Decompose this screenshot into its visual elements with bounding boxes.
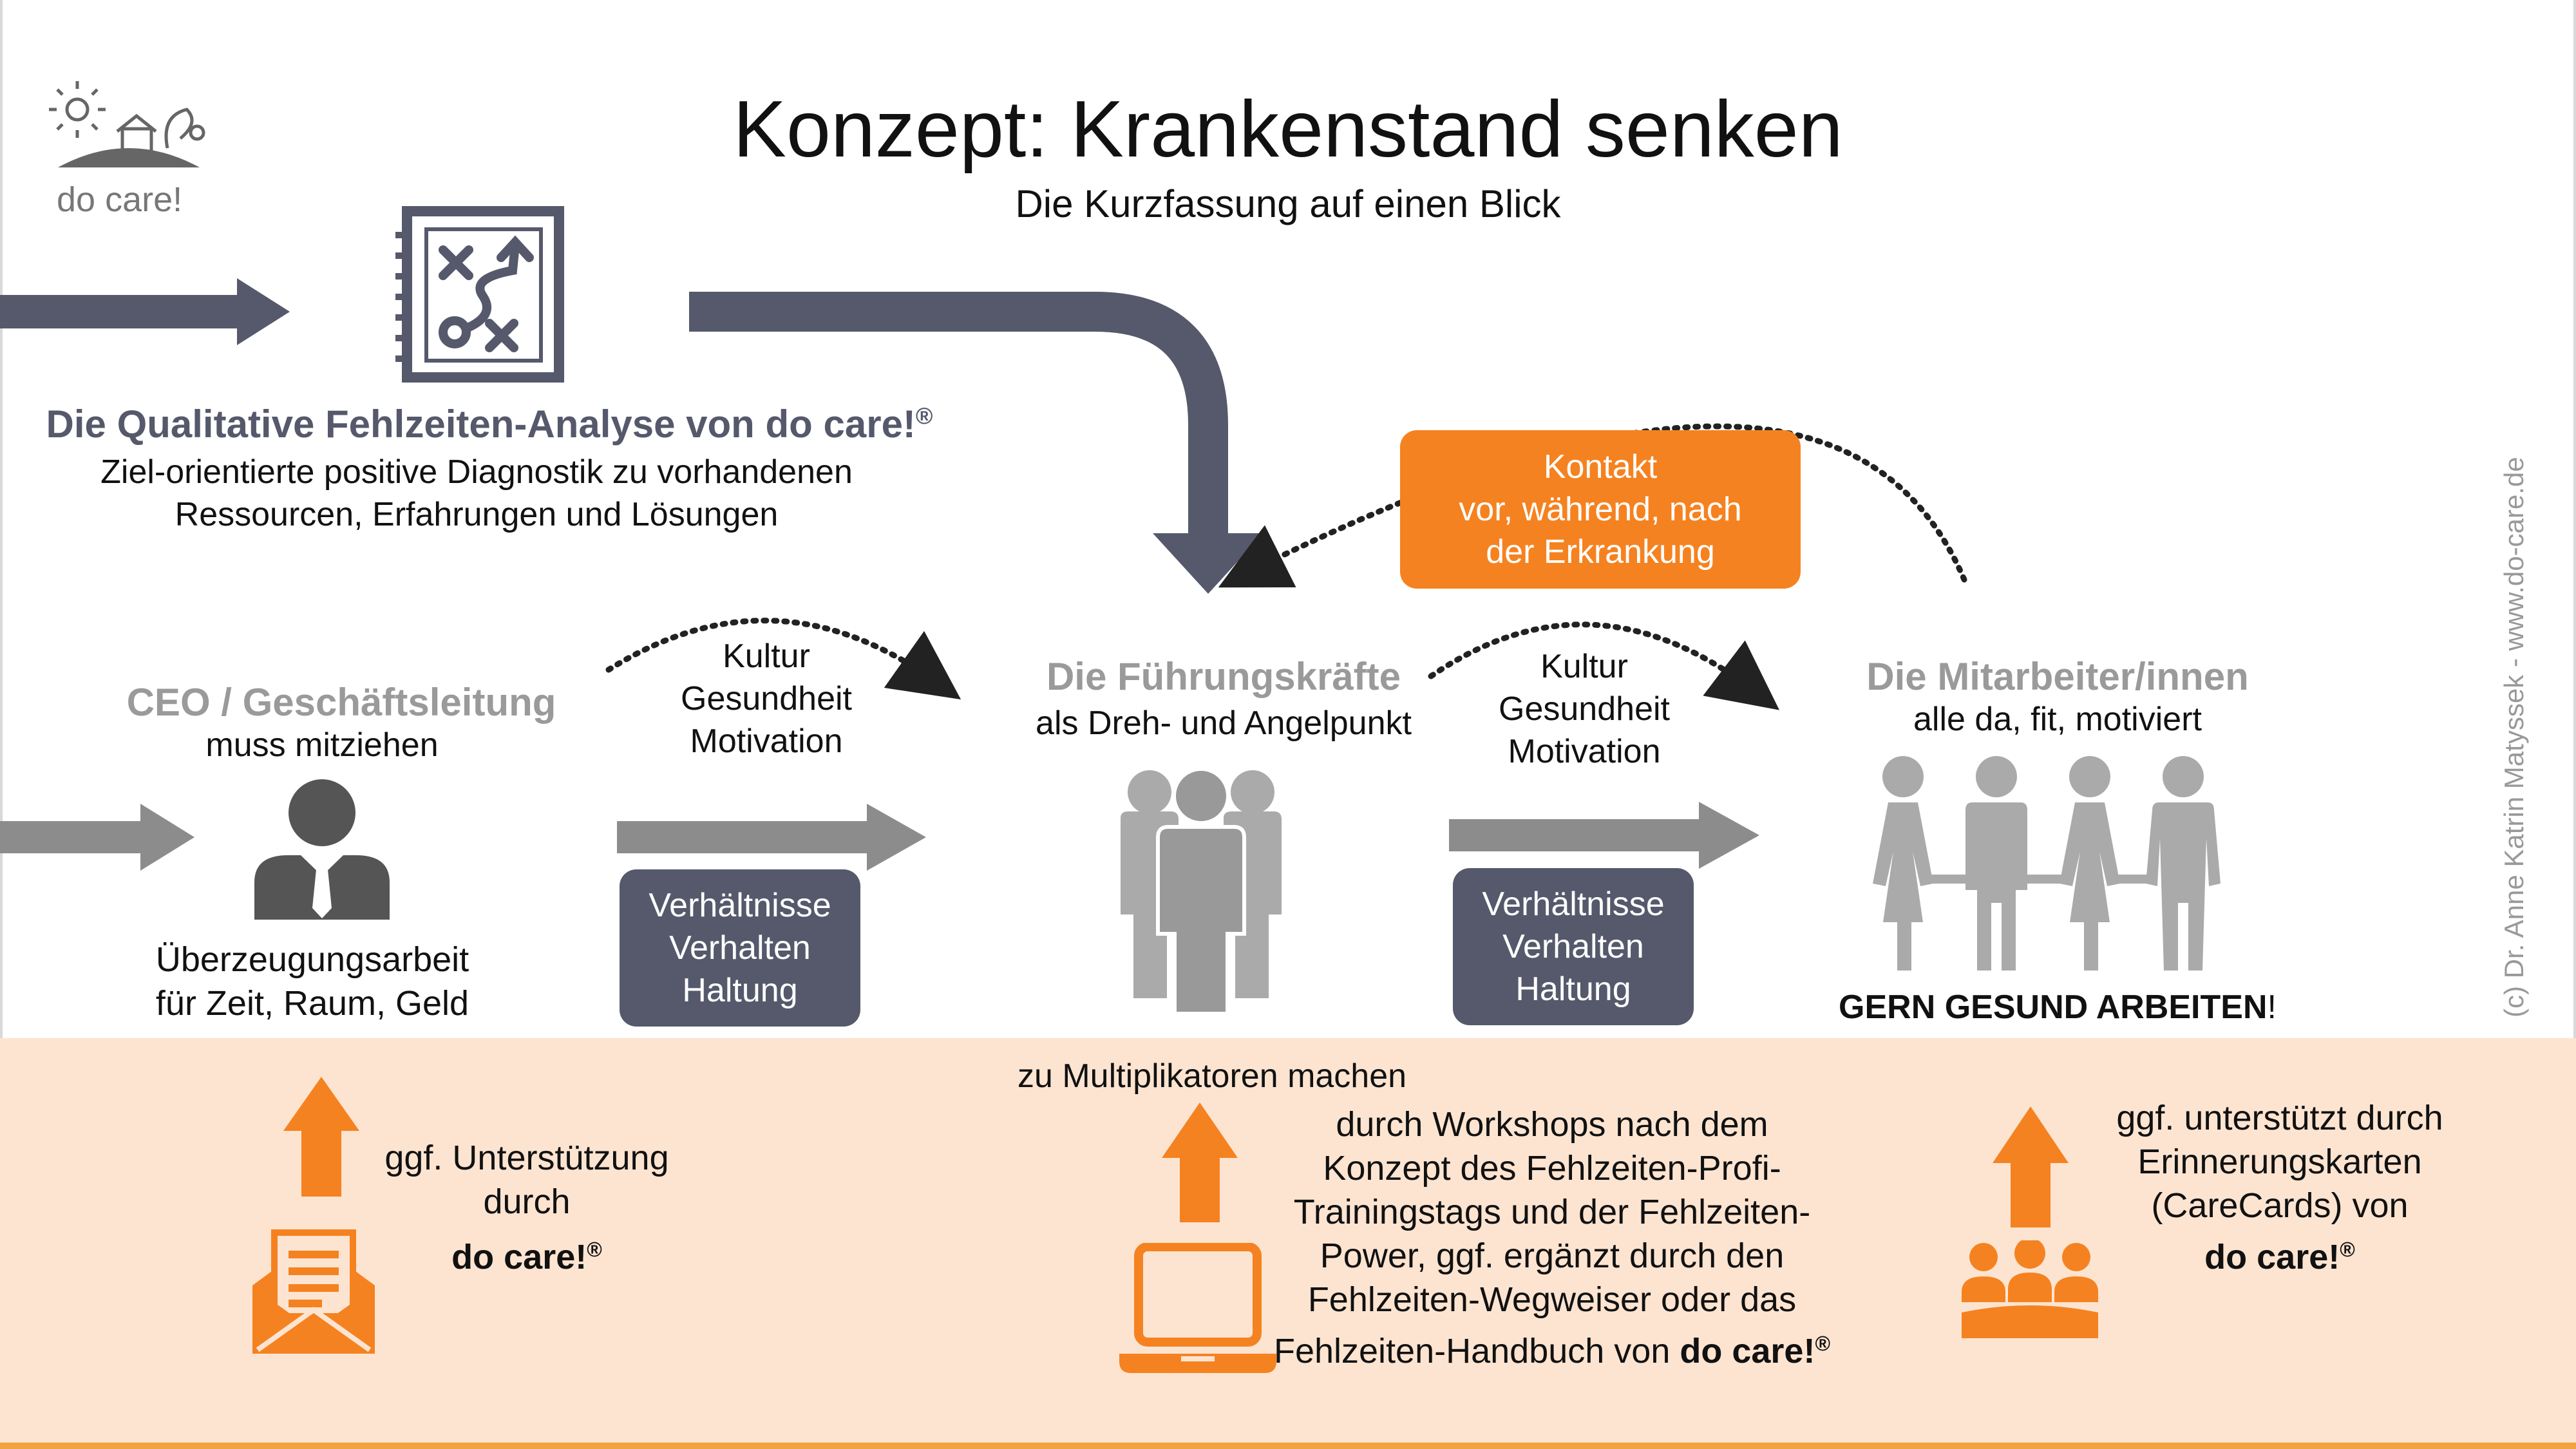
- orange-arrow-right: [1993, 1106, 2069, 1227]
- ceo-person-icon: [254, 779, 390, 920]
- ceo-heading: CEO / Geschäftsleitung: [126, 681, 556, 724]
- arrow-into-analysis: [0, 278, 290, 345]
- multiplier-line3: Trainingstags und der Fehlzeiten-: [1293, 1193, 1811, 1231]
- box-left-line2: Verhalten: [669, 929, 811, 967]
- multiplier-text: durch Workshops nach dem Konzept des Feh…: [1256, 1103, 1848, 1373]
- leaders-group-icon: [1121, 767, 1282, 1016]
- orange-arrow-left: [283, 1077, 359, 1197]
- box-conditions-left: Verhältnisse Verhalten Haltung: [620, 869, 860, 1027]
- bottom-band: [0, 1038, 2576, 1445]
- strategy-plan-icon: [395, 206, 564, 383]
- multiplier-brand: do care!: [1680, 1332, 1815, 1370]
- support-right-text: ggf. unterstützt durch Erinnerungskarten…: [2080, 1096, 2479, 1279]
- support-left-brand-line: do care!®: [353, 1227, 701, 1279]
- envelope-letter-icon: [252, 1229, 375, 1354]
- ceo-desc-line1: Überzeugungsarbeit: [155, 940, 469, 979]
- arrow-leaders-to-employees: [1449, 802, 1759, 869]
- ceo-subheading: muss mitziehen: [205, 726, 439, 764]
- support-left-line1: ggf. Unterstützung: [384, 1139, 669, 1177]
- employees-slogan: GERN GESUND ARBEITEN!: [1800, 988, 2315, 1027]
- support-left-registered-mark: ®: [587, 1238, 602, 1261]
- flow-label-left: Kultur Gesundheit Motivation: [638, 635, 895, 762]
- employees-group-icon: [1873, 756, 2221, 971]
- box-right-line1: Verhältnisse: [1482, 886, 1665, 923]
- contact-line2: vor, während, nach: [1459, 491, 1742, 528]
- support-right-line1: ggf. unterstützt durch: [2116, 1099, 2443, 1137]
- analysis-description: Ziel-orientierte positive Diagnostik zu …: [0, 451, 953, 536]
- analysis-heading-text: Die Qualitative Fehlzeiten-Analyse von d…: [46, 402, 916, 446]
- contact-box: Kontakt vor, während, nach der Erkrankun…: [1400, 430, 1801, 589]
- multiplier-line6: Fehlzeiten-Handbuch von do care!®: [1256, 1321, 1848, 1373]
- bottom-line: [0, 1443, 2576, 1449]
- leaders-heading: Die Führungskräfte: [1046, 655, 1401, 698]
- multiplier-line1: durch Workshops nach dem: [1336, 1105, 1768, 1144]
- flow-right-line3: Motivation: [1508, 733, 1661, 770]
- flow-right-line2: Gesundheit: [1499, 690, 1670, 728]
- support-right-brand-line: do care!®: [2080, 1227, 2479, 1279]
- leaders-subheading: als Dreh- und Angelpunkt: [1036, 705, 1412, 742]
- multiplier-line5: Fehlzeiten-Wegweiser oder das: [1307, 1280, 1797, 1319]
- arrow-analysis-to-leaders-head: [1153, 533, 1264, 594]
- ceo-description: Überzeugungsarbeit für Zeit, Raum, Geld: [55, 938, 570, 1025]
- page-subtitle: Die Kurzfassung auf einen Blick: [1015, 182, 1561, 225]
- dotted-arc-right: [1428, 621, 1780, 710]
- multiplier-registered-mark: ®: [1815, 1332, 1831, 1355]
- employees-slogan-tail: !: [2267, 989, 2277, 1026]
- analysis-desc-line2: Ressourcen, Erfahrungen und Lösungen: [175, 496, 779, 533]
- logo-text: do care!: [57, 180, 183, 219]
- contact-line1: Kontakt: [1543, 448, 1658, 486]
- support-right-line3: (CareCards) von: [2151, 1186, 2409, 1225]
- box-left-line3: Haltung: [682, 972, 798, 1009]
- audience-group-icon: [1962, 1240, 2098, 1338]
- analysis-desc-line1: Ziel-orientierte positive Diagnostik zu …: [100, 453, 853, 491]
- employees-slogan-bold: GERN GESUND ARBEITEN: [1839, 989, 2268, 1026]
- box-conditions-right: Verhältnisse Verhalten Haltung: [1453, 868, 1694, 1025]
- flow-left-line1: Kultur: [723, 638, 810, 675]
- support-right-brand: do care!: [2204, 1238, 2340, 1276]
- logo: do care!: [45, 77, 213, 219]
- dotted-arc-left: [605, 618, 961, 700]
- flow-right-line1: Kultur: [1540, 648, 1628, 685]
- arrow-ceo-to-leaders: [617, 804, 926, 871]
- flow-left-line3: Motivation: [690, 723, 843, 760]
- analysis-heading: Die Qualitative Fehlzeiten-Analyse von d…: [0, 402, 979, 446]
- arrow-analysis-to-leaders: [689, 292, 1228, 535]
- copyright-notice: (c) Dr. Anne Katrin Matyssek - www.do-ca…: [2499, 457, 2529, 1018]
- logo-illustration-icon: [49, 81, 205, 167]
- orange-arrow-middle: [1162, 1103, 1238, 1222]
- support-right-registered-mark: ®: [2340, 1238, 2355, 1261]
- laptop-icon: [1119, 1243, 1276, 1373]
- support-left-line2: durch: [483, 1182, 571, 1221]
- flow-label-right: Kultur Gesundheit Motivation: [1455, 645, 1713, 773]
- multiplier-heading: zu Multiplikatoren machen: [1018, 1057, 1407, 1095]
- flow-left-line2: Gesundheit: [681, 680, 852, 717]
- contact-line3: der Erkrankung: [1486, 533, 1715, 571]
- dotted-arc-feedback: [1218, 423, 1967, 588]
- box-right-line3: Haltung: [1515, 971, 1631, 1008]
- employees-heading: Die Mitarbeiter/innen: [1866, 655, 2249, 698]
- page-title: Konzept: Krankenstand senken: [733, 85, 1843, 174]
- ceo-desc-line2: für Zeit, Raum, Geld: [155, 984, 469, 1023]
- multiplier-line6-pre: Fehlzeiten-Handbuch von: [1273, 1332, 1680, 1370]
- box-left-line1: Verhältnisse: [649, 887, 831, 924]
- multiplier-line4: Power, ggf. ergänzt durch den: [1320, 1236, 1785, 1275]
- analysis-registered-mark: ®: [915, 402, 933, 429]
- support-right-line2: Erinnerungskarten: [2137, 1142, 2422, 1181]
- left-border: [0, 0, 3, 1038]
- support-left-brand: do care!: [451, 1238, 587, 1276]
- box-right-line2: Verhalten: [1502, 928, 1644, 965]
- right-border: [2573, 0, 2576, 1038]
- employees-subheading: alle da, fit, motiviert: [1913, 701, 2202, 738]
- support-left-text: ggf. Unterstützung durch do care!®: [353, 1136, 701, 1279]
- multiplier-line2: Konzept des Fehlzeiten-Profi-: [1323, 1149, 1781, 1188]
- arrow-into-ceo: [0, 804, 194, 871]
